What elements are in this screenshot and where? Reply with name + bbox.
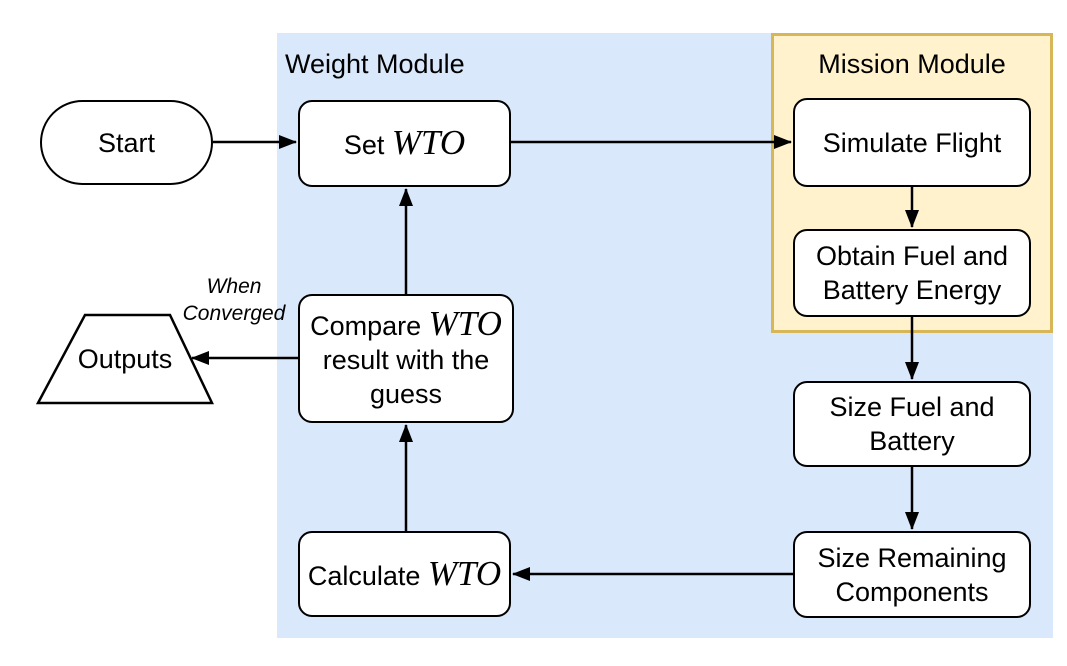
node-simulate-flight: Simulate Flight <box>793 98 1031 187</box>
wto-math-symbol: WTO <box>427 553 502 593</box>
edge-label-when-converged: When Converged <box>168 273 300 327</box>
node-size-remaining-label: Size Remaining Components <box>817 542 1007 607</box>
node-start: Start <box>40 100 213 185</box>
node-compare-wto-suffix: result with the guess <box>322 345 490 409</box>
node-set-wto: Set WTO <box>298 100 511 187</box>
node-outputs-label: Outputs <box>77 343 173 374</box>
node-calculate-wto-label: Calculate WTO <box>308 556 501 593</box>
node-set-wto-label: Set WTO <box>344 125 465 162</box>
weight-module-title: Weight Module <box>285 49 465 79</box>
edge-label-line1: When <box>206 275 262 298</box>
node-compare-wto: Compare WTO result with the guess <box>298 294 514 423</box>
node-size-fuel-battery: Size Fuel and Battery <box>793 381 1031 467</box>
node-obtain-energy-label: Obtain Fuel and Battery Energy <box>815 241 1009 305</box>
node-start-label: Start <box>97 127 156 158</box>
wto-math-symbol: WTO <box>428 304 502 343</box>
node-outputs: Outputs <box>38 315 212 403</box>
node-size-fuel-battery-label: Size Fuel and Battery <box>829 392 995 456</box>
set-wto-text: Set <box>343 130 385 160</box>
calculate-text: Calculate <box>307 560 421 591</box>
node-compare-wto-line1: Compare WTO <box>310 306 502 343</box>
node-size-remaining: Size Remaining Components <box>793 531 1031 618</box>
wto-math-symbol: WTO <box>391 123 466 162</box>
node-obtain-energy: Obtain Fuel and Battery Energy <box>793 229 1031 317</box>
edge-label-line2: Converged <box>182 302 286 325</box>
mission-module-title: Mission Module <box>818 49 1006 79</box>
compare-text: Compare <box>310 311 422 341</box>
node-calculate-wto: Calculate WTO <box>298 531 511 617</box>
node-simulate-flight-label: Simulate Flight <box>822 127 1002 158</box>
